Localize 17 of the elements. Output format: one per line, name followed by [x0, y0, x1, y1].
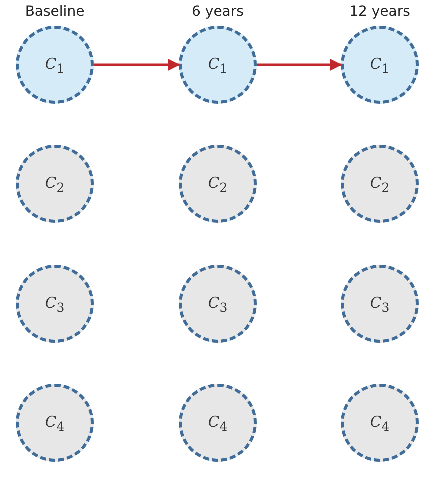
- column-header: Baseline: [25, 4, 85, 20]
- node-label: C$_{1}$: [45, 54, 65, 76]
- node-label: C$_{4}$: [370, 412, 390, 434]
- arrow: [94, 58, 180, 72]
- node-label: C$_{4}$: [208, 412, 228, 434]
- node-label: C$_{2}$: [370, 174, 390, 194]
- node-label: C$_{2}$: [208, 174, 228, 194]
- column-header: 12 years: [350, 4, 410, 20]
- node-label: C$_{4}$: [45, 412, 65, 434]
- column-header: 6 years: [192, 4, 244, 20]
- node-label: C$_{1}$: [370, 54, 390, 76]
- node-label: C$_{3}$: [370, 294, 390, 314]
- arrow: [257, 58, 342, 72]
- node-label: C$_{2}$: [45, 174, 65, 194]
- node-label: C$_{3}$: [208, 294, 228, 314]
- node-label: C$_{3}$: [45, 294, 65, 314]
- node-label: C$_{1}$: [208, 54, 228, 76]
